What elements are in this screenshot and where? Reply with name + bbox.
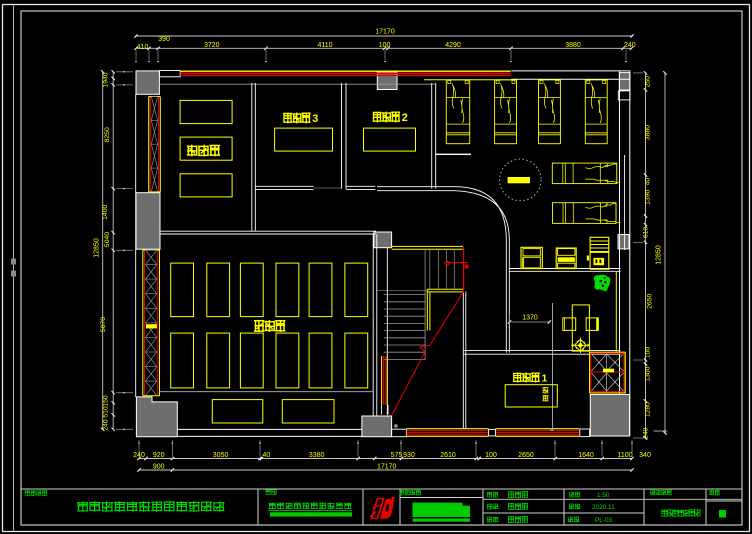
svg-text:2650: 2650 xyxy=(647,294,654,309)
svg-text:1940: 1940 xyxy=(103,72,110,87)
svg-text:1400: 1400 xyxy=(102,205,109,220)
svg-text:2: 2 xyxy=(402,112,408,124)
svg-text:1: 1 xyxy=(541,373,547,384)
svg-text:8250: 8250 xyxy=(104,127,111,142)
svg-text:3880: 3880 xyxy=(565,42,581,49)
svg-text:3: 3 xyxy=(312,113,318,125)
svg-text:930: 930 xyxy=(403,452,415,459)
svg-text:40: 40 xyxy=(645,178,652,186)
svg-text:5040: 5040 xyxy=(104,232,111,247)
svg-text:250: 250 xyxy=(645,76,652,88)
svg-text:340: 340 xyxy=(639,452,651,459)
svg-text:1640: 1640 xyxy=(578,452,594,459)
svg-text:1280: 1280 xyxy=(645,402,652,417)
svg-text:3050: 3050 xyxy=(213,452,229,459)
svg-text:410: 410 xyxy=(137,44,149,51)
svg-text:240: 240 xyxy=(643,427,650,439)
svg-text:2020.11: 2020.11 xyxy=(592,504,615,511)
svg-text:4110: 4110 xyxy=(317,42,332,49)
svg-text:17170: 17170 xyxy=(375,29,395,36)
svg-text:3380: 3380 xyxy=(309,452,325,459)
svg-text:920: 920 xyxy=(153,452,165,459)
svg-text:900: 900 xyxy=(153,463,165,470)
svg-text:575: 575 xyxy=(391,452,403,459)
svg-text:1390: 1390 xyxy=(645,190,652,205)
svg-text:100: 100 xyxy=(645,347,652,359)
svg-text:1100: 1100 xyxy=(617,452,632,459)
svg-text:3880: 3880 xyxy=(645,125,652,140)
svg-text:3720: 3720 xyxy=(204,42,220,49)
svg-text:2610: 2610 xyxy=(440,452,456,459)
svg-text:610: 610 xyxy=(643,227,650,239)
svg-text:1300: 1300 xyxy=(645,366,652,381)
svg-text:100: 100 xyxy=(485,452,497,459)
svg-text:390: 390 xyxy=(158,36,170,43)
svg-text:40: 40 xyxy=(263,452,271,459)
svg-text:12850: 12850 xyxy=(655,245,662,265)
svg-text:1370: 1370 xyxy=(522,315,538,322)
svg-text:150: 150 xyxy=(103,395,110,407)
svg-text:5070: 5070 xyxy=(100,317,107,332)
svg-text:100: 100 xyxy=(379,42,391,49)
svg-text:240: 240 xyxy=(103,419,110,431)
svg-text:12850: 12850 xyxy=(94,238,101,258)
svg-text:2650: 2650 xyxy=(518,452,534,459)
svg-text:17170: 17170 xyxy=(377,463,397,470)
svg-text:510: 510 xyxy=(103,406,110,418)
svg-text:240: 240 xyxy=(624,42,636,49)
svg-text:4290: 4290 xyxy=(445,42,461,49)
svg-text:1:50: 1:50 xyxy=(597,492,610,499)
svg-text:PL-03: PL-03 xyxy=(595,517,612,524)
